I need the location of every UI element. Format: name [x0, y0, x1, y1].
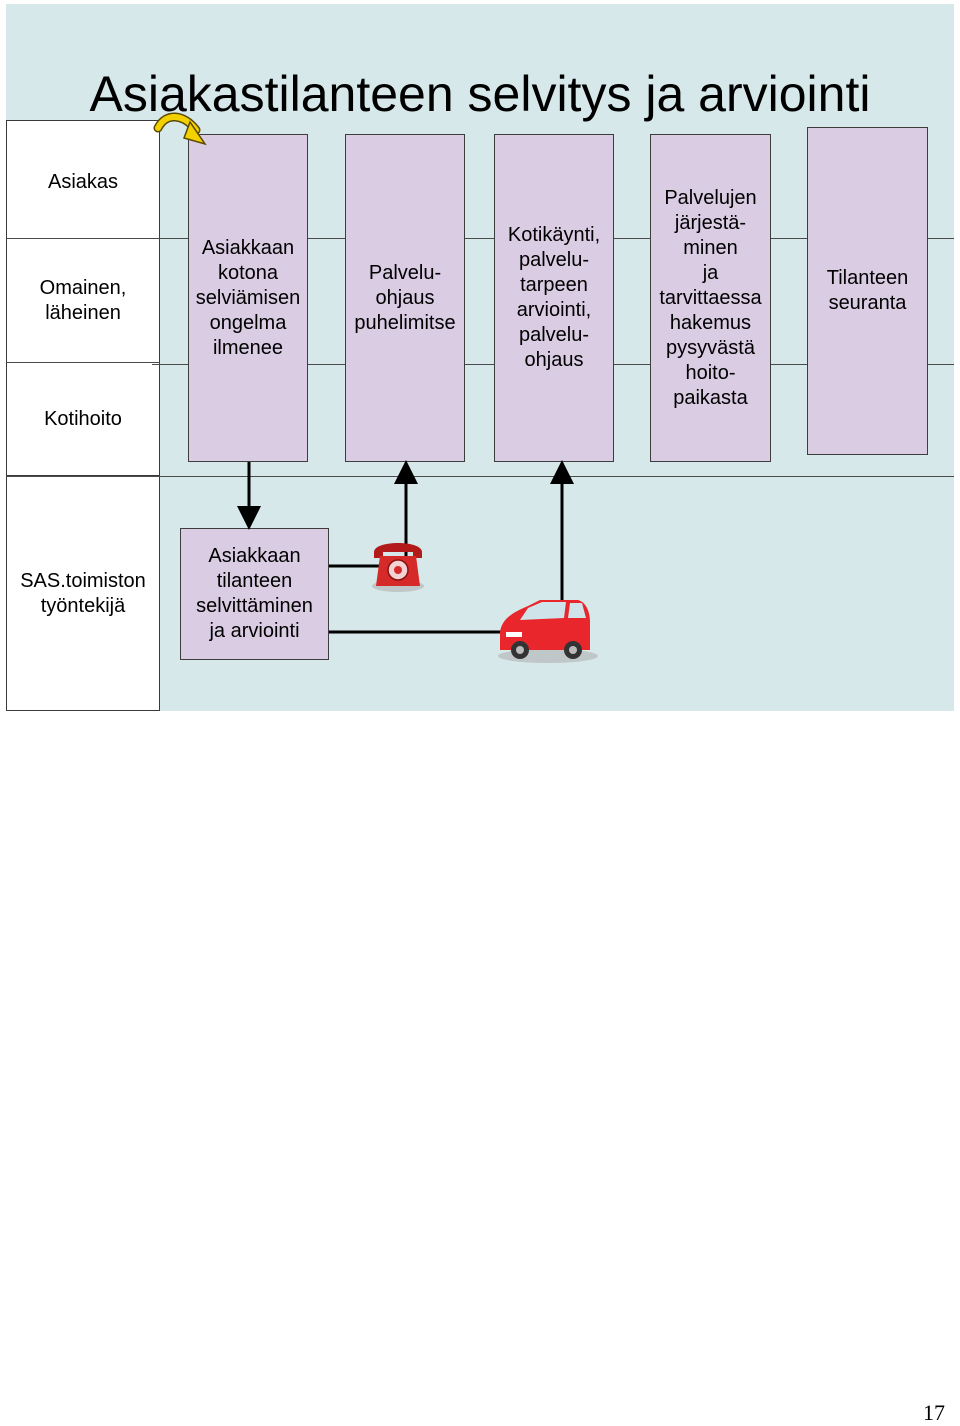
- step-home-visit: Kotikäynti, palvelu- tarpeen arviointi, …: [494, 134, 614, 462]
- lane-header-sas: [6, 476, 160, 711]
- curved-arrow-icon: [153, 112, 207, 146]
- lane-separator-3: [6, 476, 954, 477]
- step-sas-assessment: Asiakkaan tilanteen selvittäminen ja arv…: [180, 528, 329, 660]
- step-phone-guidance: Palvelu- ohjaus puhelimitse: [345, 134, 465, 462]
- step-arrange-services: Palvelujen järjestä- minen ja tarvittaes…: [650, 134, 771, 462]
- step-follow-up: Tilanteen seuranta: [807, 127, 928, 455]
- lane-header-upper: [6, 120, 160, 476]
- lane-separator-2: [6, 362, 160, 363]
- lane-label-kotihoito: Kotihoito: [44, 408, 122, 430]
- step-problem-identified: Asiakkaan kotona selviämisen ongelma ilm…: [188, 134, 308, 462]
- lane-label-asiakas: Asiakas: [47, 171, 119, 193]
- lane-separator-1: [6, 238, 954, 239]
- lane-label-sas: SAS.toimiston työntekijä: [20, 570, 146, 617]
- car-icon: [498, 600, 598, 663]
- page-title: Asiakastilanteen selvitys ja arviointi: [89, 66, 871, 122]
- page-number: 17: [923, 1400, 945, 1425]
- lane-label-omainen: Omainen, läheinen: [39, 277, 127, 324]
- telephone-icon: [372, 543, 424, 592]
